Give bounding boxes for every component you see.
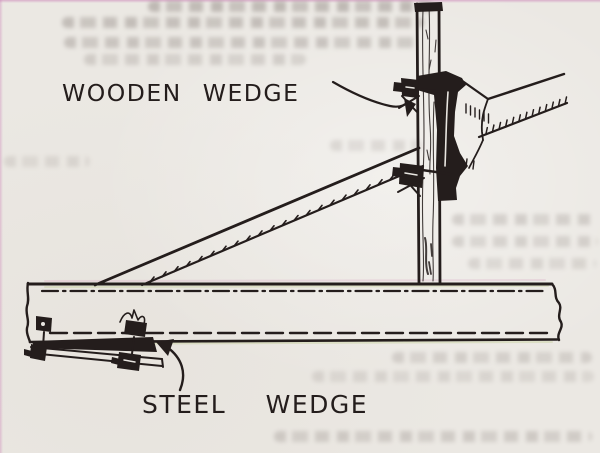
beam bbox=[25, 279, 563, 345]
ghost-text-line bbox=[4, 156, 90, 167]
ghost-text-line bbox=[452, 236, 598, 247]
beam-right-end bbox=[550, 282, 563, 342]
lower-bolt bbox=[392, 163, 452, 197]
neck-ticks bbox=[465, 103, 490, 124]
middle-bolt bbox=[111, 309, 147, 371]
middle-bolt-shaft bbox=[131, 336, 135, 355]
left-bolt-nut bbox=[30, 344, 47, 361]
middle-bolt-pin bbox=[119, 309, 146, 325]
pole-left-edge bbox=[415, 2, 421, 286]
ghost-text-line bbox=[392, 352, 592, 363]
brace-teeth bbox=[149, 173, 395, 283]
left-bolt bbox=[24, 316, 52, 361]
pole bbox=[414, 2, 443, 286]
ghost-text-line bbox=[452, 214, 594, 225]
ghost-text-line bbox=[274, 431, 592, 442]
steel-wedge-arrowhead bbox=[156, 339, 174, 356]
beam-fringe-green bbox=[44, 285, 549, 288]
lower-bolt-shaft bbox=[420, 168, 452, 176]
beam-fringe-magenta bbox=[44, 279, 546, 282]
upper-bolt-slot bbox=[405, 86, 415, 89]
brace-right-segment bbox=[465, 72, 569, 170]
wooden-wedge-shape bbox=[417, 71, 468, 201]
diagonal-brace bbox=[93, 146, 425, 287]
lower-bolt-tip bbox=[392, 167, 402, 177]
steel-wedge-label: STEEL WEDGE bbox=[142, 390, 368, 419]
wedge-highlight bbox=[444, 91, 449, 167]
upper-bolt-tip bbox=[393, 82, 403, 92]
wedge-brace-junction-line bbox=[459, 78, 490, 101]
wedge-lower-face bbox=[468, 139, 484, 169]
steel-wedge-shape bbox=[32, 337, 157, 352]
ghost-text-line bbox=[64, 37, 416, 48]
pole-grain bbox=[421, 6, 437, 282]
middle-bolt-head bbox=[124, 320, 147, 337]
lower-clamp-cross bbox=[397, 176, 425, 197]
left-bolt-shaft bbox=[42, 331, 45, 348]
steel-wedge-arrow bbox=[165, 345, 185, 392]
ghost-text-line bbox=[62, 17, 424, 28]
left-bolt-tip bbox=[24, 349, 32, 357]
ghost-text-line bbox=[330, 140, 422, 151]
brace-right-top-edge bbox=[486, 72, 566, 101]
ghost-text-line bbox=[84, 54, 306, 65]
wooden-wedge-label: WOODEN WEDGE bbox=[62, 79, 299, 107]
wooden-wedge bbox=[417, 71, 490, 201]
wooden-wedge-leader-line bbox=[331, 80, 410, 108]
bearing-plate-end bbox=[161, 358, 164, 368]
left-bolt-dot bbox=[41, 322, 45, 326]
middle-bolt-tip bbox=[111, 357, 120, 365]
brace-hatching bbox=[485, 96, 568, 136]
steel-wedge-assembly bbox=[24, 309, 185, 392]
ghost-text-line bbox=[468, 258, 596, 269]
ghost-text-line bbox=[312, 371, 594, 382]
scan-fringe-left bbox=[0, 0, 3, 453]
middle-bolt-slot bbox=[123, 359, 136, 363]
neck-curve bbox=[480, 98, 489, 141]
beam-left-end bbox=[25, 281, 32, 344]
scan-fringe-top bbox=[0, 0, 600, 3]
brace-upper-edge bbox=[93, 146, 421, 287]
bearing-plate-bottom bbox=[29, 352, 163, 367]
upper-bolt-shaft bbox=[417, 87, 446, 94]
ghost-text-line bbox=[148, 1, 433, 12]
lower-bolt-slot bbox=[404, 172, 418, 176]
